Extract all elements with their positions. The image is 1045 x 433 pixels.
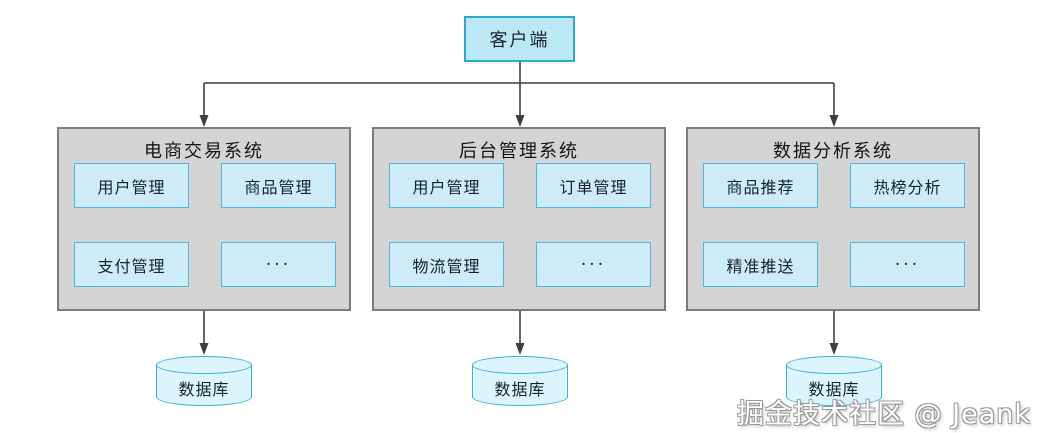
module-box: 精准推送 bbox=[703, 242, 818, 287]
panel-analytics-system: 数据分析系统 商品推荐 热榜分析 精准推送 ··· bbox=[686, 127, 980, 311]
cylinder-top-ellipse bbox=[786, 356, 882, 374]
module-box-ellipsis: ··· bbox=[221, 242, 336, 287]
module-box: 订单管理 bbox=[536, 163, 651, 208]
watermark-text: 掘金技术社区 @ Jeank bbox=[736, 399, 1031, 430]
module-box: 用户管理 bbox=[74, 163, 189, 208]
database-label: 数据库 bbox=[808, 380, 860, 399]
panel-title: 电商交易系统 bbox=[144, 141, 264, 162]
module-box: 商品推荐 bbox=[703, 163, 818, 208]
arrowhead-panel-3 bbox=[829, 115, 839, 127]
database-label: 数据库 bbox=[494, 380, 546, 399]
database-label: 数据库 bbox=[178, 380, 230, 399]
arrowhead-panel-1 bbox=[199, 115, 209, 127]
arrowhead-db-3 bbox=[829, 343, 839, 355]
module-box: 热榜分析 bbox=[850, 163, 965, 208]
database-cylinder: 数据库 bbox=[472, 356, 568, 406]
module-box-ellipsis: ··· bbox=[536, 242, 651, 287]
database-cylinder: 数据库 bbox=[786, 356, 882, 406]
arrowhead-panel-2 bbox=[515, 115, 525, 127]
arrowhead-db-1 bbox=[199, 343, 209, 355]
panel-backend-system: 后台管理系统 用户管理 订单管理 物流管理 ··· bbox=[372, 127, 666, 311]
panel-trading-system: 电商交易系统 用户管理 商品管理 支付管理 ··· bbox=[57, 127, 351, 311]
module-box: 支付管理 bbox=[74, 242, 189, 287]
client-node: 客户端 bbox=[464, 16, 575, 62]
module-box: 物流管理 bbox=[389, 242, 504, 287]
panel-title: 后台管理系统 bbox=[459, 141, 579, 162]
panel-title: 数据分析系统 bbox=[773, 141, 893, 162]
cylinder-top-ellipse bbox=[156, 356, 252, 374]
client-node-label: 客户端 bbox=[489, 30, 550, 51]
cylinder-top-ellipse bbox=[472, 356, 568, 374]
database-cylinder: 数据库 bbox=[156, 356, 252, 406]
module-box: 用户管理 bbox=[389, 163, 504, 208]
arrowhead-db-2 bbox=[515, 343, 525, 355]
module-box-ellipsis: ··· bbox=[850, 242, 965, 287]
module-box: 商品管理 bbox=[221, 163, 336, 208]
